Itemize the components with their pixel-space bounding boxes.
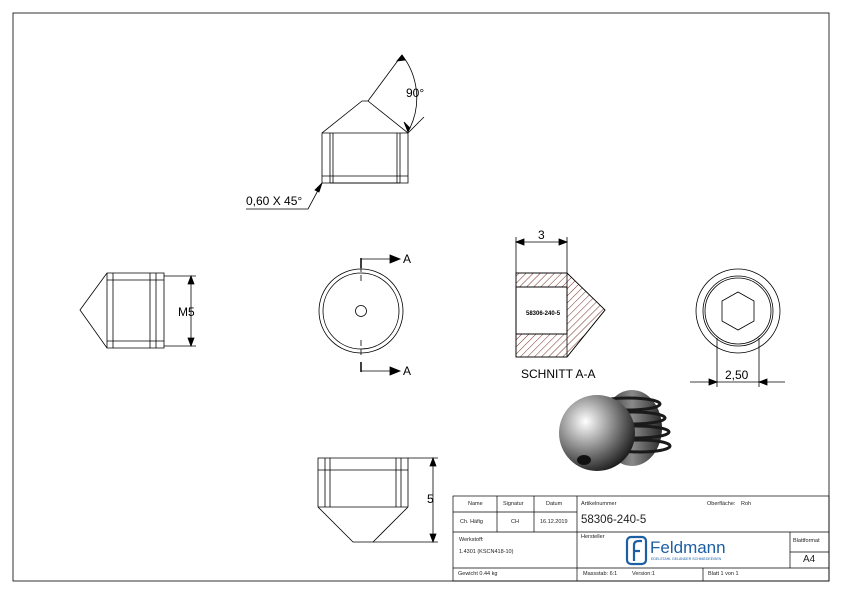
weight: Gewicht 0.44 kg — [458, 571, 498, 577]
format-value: A4 — [803, 554, 816, 565]
angle-dimension-label: 90° — [406, 86, 424, 100]
length-dimension-label: 5 — [427, 492, 434, 506]
chamfer-dimension-label: 0,60 X 45° — [246, 194, 302, 208]
top-view — [246, 54, 425, 210]
thread-dimension-label: M5 — [178, 305, 195, 319]
format-label: Blattformat — [793, 538, 820, 544]
scale: Massstab: 6:1 — [583, 571, 618, 577]
drafter-signature: CH — [511, 519, 519, 525]
article-number: 58306-240-5 — [581, 514, 647, 526]
section-title: SCHNITT A-A — [521, 367, 595, 381]
logo-text: Feldmann — [650, 538, 726, 557]
version: Version:1 — [632, 571, 655, 577]
drafter-name: Ch. Häfig — [460, 519, 483, 525]
section-marker-bottom: A — [403, 364, 411, 378]
end-view — [690, 268, 785, 387]
logo-tagline: EDELSTAHL GELÄNDER SCHMIEDEEISEN — [651, 557, 722, 561]
article-number-label: Artikelnummer — [581, 501, 617, 507]
surface-label: Oberfläche: — [707, 501, 736, 507]
material-label: Werkstoff: — [459, 537, 484, 543]
section-part-text: 58306-240-5 — [526, 311, 561, 317]
isometric-render — [559, 390, 672, 471]
drawing-date: 16.12.2019 — [540, 519, 568, 525]
feldmann-logo-icon — [625, 535, 648, 566]
section-view — [514, 237, 606, 358]
sheet-border — [12, 12, 830, 582]
manufacturer-label: Hersteller — [581, 534, 605, 540]
surface-value: Roh — [741, 501, 752, 507]
front-view — [318, 254, 404, 376]
hex-size-label: 2,50 — [725, 368, 749, 382]
sheet-number: Blatt 1 von 1 — [708, 571, 739, 577]
material-value: 1.4301 (KSCN418-10) — [459, 549, 514, 555]
section-marker-top: A — [403, 252, 411, 266]
left-side-view — [79, 272, 196, 349]
title-block-grid — [452, 495, 830, 582]
signature-header: Signatur — [503, 501, 524, 507]
name-header: Name — [468, 501, 483, 507]
date-header: Datum — [546, 501, 563, 507]
section-width-label: 3 — [538, 228, 545, 242]
bottom-view — [317, 456, 438, 544]
